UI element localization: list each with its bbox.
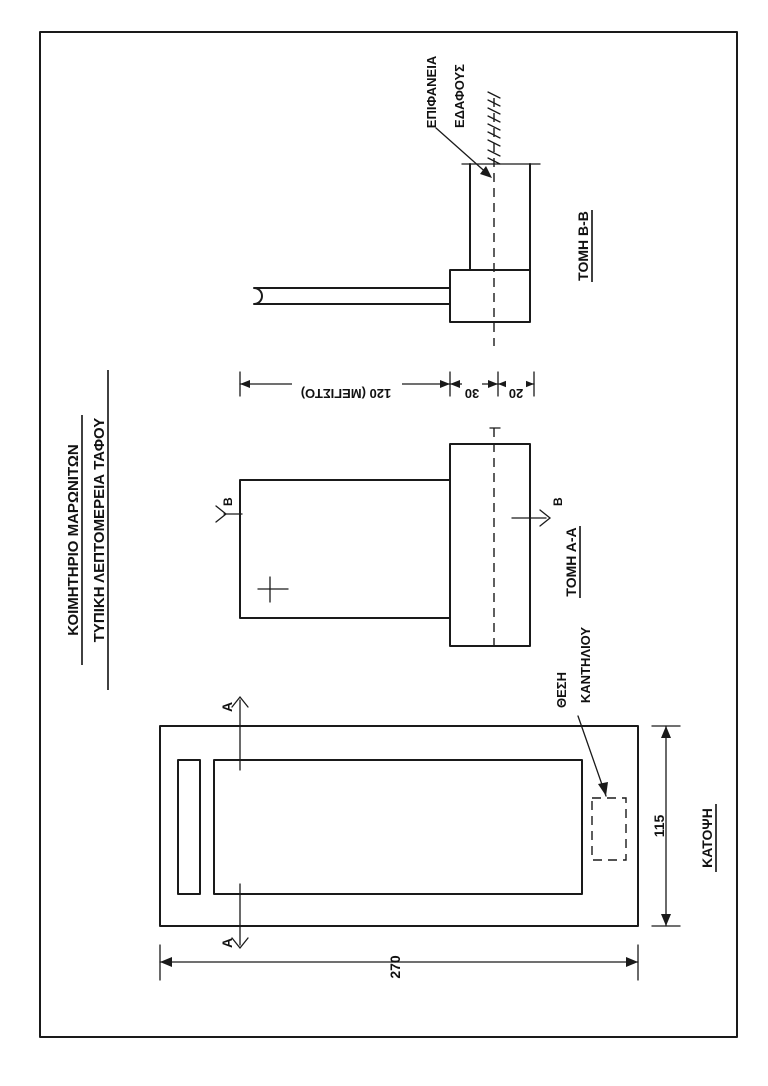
- section-bb-label: ΤΟΜΗ Β-Β: [575, 211, 591, 281]
- section-mark-a-bottom: A: [219, 938, 235, 948]
- section-arrow-a-bottom: [231, 937, 249, 950]
- height-dimensions: 120 (ΜΕΓΙΣΤΟ) 30 20: [239, 371, 535, 401]
- plan-view: A A 270 115 ΚΑΤΟΨΗ ΘΕΣΗ ΚΑΝΤΗΛΙΟΥ: [159, 627, 717, 981]
- candle-leader-arrow: [598, 782, 608, 796]
- candle-label-2: ΚΑΝΤΗΛΙΟΥ: [578, 627, 593, 704]
- candle-leader-line: [577, 715, 607, 797]
- plan-label: ΚΑΤΟΨΗ: [699, 808, 715, 868]
- title-block: ΚΟΙΜΗΤΗΡΙΟ ΜΑΡΩΝΙΤΩΝ ΤΥΠΙΚΗ ΛΕΠΤΟΜΕΡΕΙΑ …: [65, 370, 109, 690]
- title-line-1: ΚΟΙΜΗΤΗΡΙΟ ΜΑΡΩΝΙΤΩΝ: [65, 444, 82, 635]
- section-arrow-b-bottom: [539, 509, 552, 527]
- dim-width-arrow-top: [661, 726, 671, 738]
- height-dim-h1: 120 (ΜΕΓΙΣΤΟ): [301, 386, 392, 401]
- dim-width-value: 115: [651, 814, 667, 837]
- bb-base-step: [449, 269, 531, 323]
- dim-length-arrow-left: [160, 957, 172, 967]
- section-arrow-b-top: [215, 505, 228, 523]
- dim-length-value: 270: [387, 955, 403, 979]
- plan-outer-frame: [159, 725, 639, 927]
- aa-headstone: [239, 479, 451, 619]
- ground-label-2: ΕΔΑΦΟΥΣ: [452, 64, 467, 128]
- section-aa: B B ΤΟΜΗ Α-Α: [215, 427, 581, 648]
- dim-width-arrow-bottom: [661, 914, 671, 926]
- section-arrow-a-top: [231, 695, 249, 708]
- ground-leader-arrow: [480, 166, 492, 178]
- section-bb: ΕΠΙΦΑΝΕΙΑ ΕΔΑΦΟΥΣ ΤΟΜΗ Β-Β: [253, 55, 593, 346]
- aa-base: [449, 443, 531, 647]
- section-mark-b-bottom: B: [551, 497, 565, 506]
- section-mark-b-top: B: [221, 497, 235, 506]
- ground-leader-line: [435, 127, 491, 177]
- bb-headstone: [253, 287, 451, 305]
- dim-length-arrow-right: [626, 957, 638, 967]
- section-aa-label: ΤΟΜΗ Α-Α: [563, 527, 579, 596]
- height-dim-h3: 20: [509, 386, 523, 401]
- plan-grave-slab: [213, 759, 583, 895]
- height-dim-h2: 30: [465, 386, 479, 401]
- section-mark-a-top: A: [219, 702, 235, 712]
- bb-ground-hatch: [487, 91, 501, 165]
- ground-label-1: ΕΠΙΦΑΝΕΙΑ: [424, 55, 439, 128]
- title-line-2: ΤΥΠΙΚΗ ΛΕΠΤΟΜΕΡΕΙΑ ΤΑΦΟΥ: [91, 418, 108, 643]
- bb-base-wall: [469, 163, 531, 271]
- plan-candle-box: [591, 797, 627, 861]
- plan-headstone-slot: [177, 759, 201, 895]
- sheet-border: [39, 31, 738, 1038]
- candle-label-1: ΘΕΣΗ: [554, 672, 569, 708]
